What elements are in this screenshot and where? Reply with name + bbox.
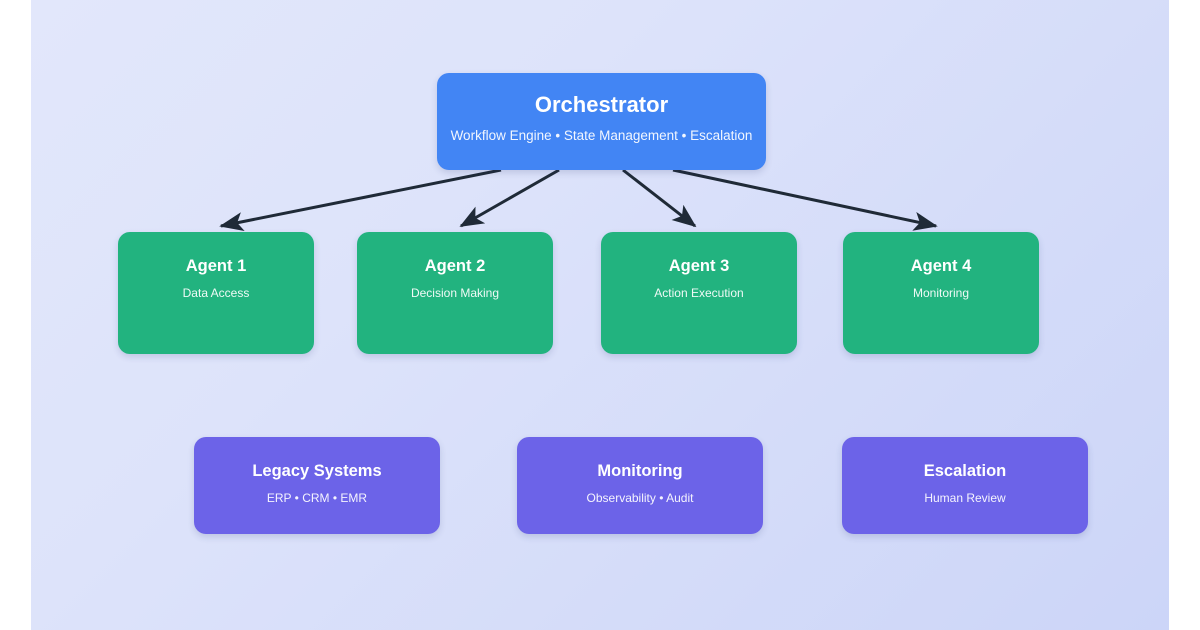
node-agent-1[interactable]: Agent 1 Data Access xyxy=(118,232,314,354)
node-orchestrator-subtitle: Workflow Engine • State Management • Esc… xyxy=(450,128,753,144)
node-agent-2-subtitle: Decision Making xyxy=(410,286,500,301)
node-escalation[interactable]: Escalation Human Review xyxy=(842,437,1088,534)
node-agent-3-subtitle: Action Execution xyxy=(654,286,744,301)
node-agent-3-title: Agent 3 xyxy=(668,257,730,275)
node-orchestrator-title: Orchestrator xyxy=(534,92,669,117)
node-orchestrator[interactable]: Orchestrator Workflow Engine • State Man… xyxy=(437,73,766,170)
node-monitoring-subtitle: Observability • Audit xyxy=(586,491,694,506)
node-agent-4-title: Agent 4 xyxy=(910,257,972,275)
node-escalation-subtitle: Human Review xyxy=(924,491,1006,506)
node-agent-2-title: Agent 2 xyxy=(424,257,486,275)
node-monitoring[interactable]: Monitoring Observability • Audit xyxy=(517,437,763,534)
node-legacy-systems-subtitle: ERP • CRM • EMR xyxy=(266,491,368,506)
node-agent-3[interactable]: Agent 3 Action Execution xyxy=(601,232,797,354)
node-agent-4-subtitle: Monitoring xyxy=(912,286,970,301)
node-agent-1-subtitle: Data Access xyxy=(182,286,250,301)
diagram-canvas: Orchestrator Workflow Engine • State Man… xyxy=(31,0,1169,630)
connector-orchestrator-to-agent-1 xyxy=(219,168,502,232)
node-legacy-systems-title: Legacy Systems xyxy=(252,462,382,480)
node-legacy-systems[interactable]: Legacy Systems ERP • CRM • EMR xyxy=(194,437,440,534)
node-agent-4[interactable]: Agent 4 Monitoring xyxy=(843,232,1039,354)
connector-orchestrator-to-agent-3 xyxy=(622,168,697,228)
connector-orchestrator-to-agent-2 xyxy=(459,168,560,228)
node-escalation-title: Escalation xyxy=(923,462,1007,480)
node-monitoring-title: Monitoring xyxy=(597,462,683,480)
connector-orchestrator-to-agent-4 xyxy=(672,168,938,231)
node-agent-1-title: Agent 1 xyxy=(185,257,247,275)
node-agent-2[interactable]: Agent 2 Decision Making xyxy=(357,232,553,354)
